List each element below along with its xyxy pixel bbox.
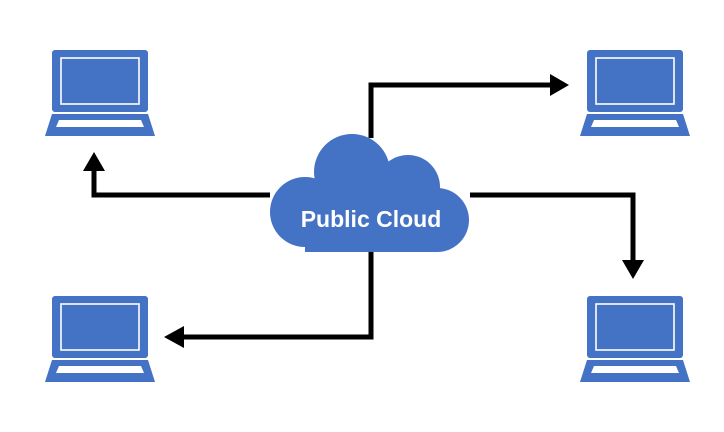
laptop-icon	[45, 296, 155, 383]
public-cloud: Public Cloud	[270, 134, 469, 252]
connector-bottom-right	[470, 192, 636, 262]
arrowhead-up-icon	[83, 152, 105, 171]
laptop-icon	[45, 50, 155, 137]
cloud-label: Public Cloud	[301, 206, 442, 232]
arrowhead-left-icon	[164, 326, 184, 348]
connector-bottom-left	[182, 252, 374, 340]
laptop-bottom-left	[45, 296, 155, 383]
connector-top-right	[368, 82, 552, 138]
connector-top-left	[91, 170, 270, 198]
laptop-bottom-right	[580, 296, 690, 383]
laptop-top-left	[45, 50, 155, 137]
arrowhead-right-icon	[550, 74, 569, 96]
cloud-icon	[270, 134, 469, 252]
laptop-top-right	[580, 50, 690, 137]
laptop-icon	[580, 296, 690, 383]
laptop-icon	[580, 50, 690, 137]
arrowhead-down-icon	[622, 260, 644, 279]
